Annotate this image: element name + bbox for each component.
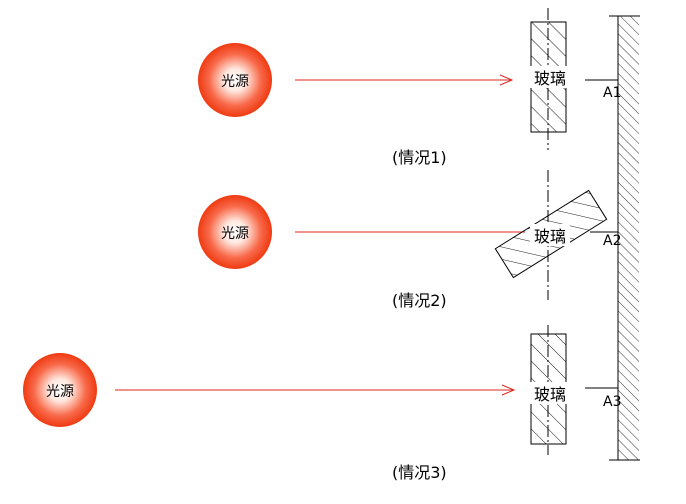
point-label-a3: A3 [603, 394, 621, 410]
glass-label: 玻璃 [534, 385, 566, 404]
light-source-3: 光源 [23, 353, 97, 427]
light-ray-3 [115, 384, 516, 396]
light-source-1: 光源 [198, 43, 272, 117]
case-caption-1: (情况1) [392, 148, 447, 167]
light-source-label: 光源 [46, 384, 74, 400]
glass-label: 玻璃 [534, 227, 566, 246]
light-source-label: 光源 [221, 74, 249, 90]
case-caption-2: (情况2) [392, 291, 447, 310]
glass-2-tilted: 玻璃 [494, 170, 608, 300]
glass-1: 玻璃 [530, 8, 570, 150]
glass-3: 玻璃 [530, 325, 570, 455]
light-ray-1 [295, 74, 514, 86]
case-1: 光源 玻璃 A1 (情况1) [198, 8, 621, 167]
case-3: 光源 玻璃 A3 (情况3) [23, 325, 621, 482]
light-source-2: 光源 [198, 195, 272, 269]
light-source-label: 光源 [221, 226, 249, 242]
wall [609, 15, 640, 461]
case-2: 光源 玻璃 A2 (情况2) [198, 170, 621, 310]
glass-label: 玻璃 [534, 69, 566, 88]
case-caption-3: (情况3) [392, 463, 447, 482]
point-label-a2: A2 [603, 233, 621, 249]
point-label-a1: A1 [603, 85, 621, 101]
